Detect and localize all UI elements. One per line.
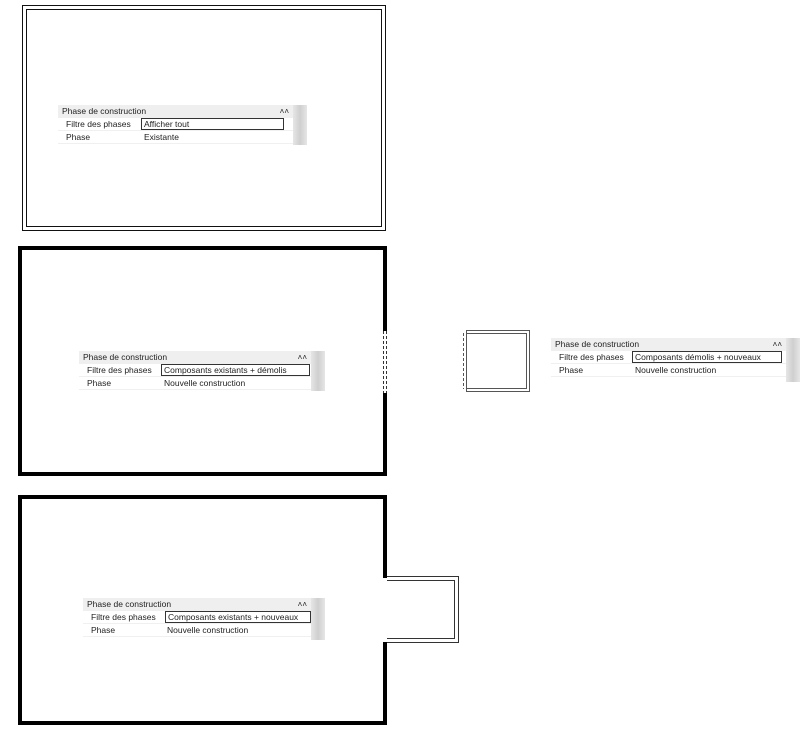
phase-value[interactable]: Existante bbox=[144, 132, 179, 142]
properties-panel-4: Phase de construction ˄˄ Filtre des phase… bbox=[83, 598, 325, 640]
phase-label: Phase bbox=[91, 625, 116, 635]
properties-panel-1: Phase de construction ˄˄ Filtre des phase… bbox=[58, 105, 307, 145]
panel-header[interactable]: Phase de construction ˄˄ bbox=[551, 338, 786, 351]
plan-existing-new bbox=[18, 495, 459, 725]
panel-header[interactable]: Phase de construction ˄˄ bbox=[79, 351, 311, 364]
section-title: Phase de construction bbox=[87, 599, 172, 609]
double-chevron-up-icon[interactable]: ˄˄ bbox=[297, 353, 307, 362]
phase-filter-field[interactable]: Composants démolis + nouveaux bbox=[632, 351, 782, 363]
phase-label: Phase bbox=[87, 378, 112, 388]
double-chevron-up-icon[interactable]: ˄˄ bbox=[279, 107, 289, 116]
phase-filter-field[interactable]: Composants existants + nouveaux bbox=[165, 611, 311, 623]
section-title: Phase de construction bbox=[62, 106, 147, 116]
phase-label: Phase bbox=[66, 132, 91, 142]
plan-demolished-new bbox=[463, 330, 530, 392]
scrollbar[interactable] bbox=[311, 351, 325, 391]
phase-value[interactable]: Nouvelle construction bbox=[635, 365, 717, 375]
phase-value[interactable]: Nouvelle construction bbox=[164, 378, 246, 388]
phase-filter-field[interactable]: Composants existants + démolis bbox=[161, 364, 310, 376]
plan-existing-demolished bbox=[18, 246, 387, 476]
section-title: Phase de construction bbox=[83, 352, 168, 362]
phase-label: Phase bbox=[559, 365, 584, 375]
panel-header[interactable]: Phase de construction ˄˄ bbox=[83, 598, 311, 611]
filter-label: Filtre des phases bbox=[559, 352, 624, 362]
plan-existing bbox=[22, 5, 386, 231]
filter-label: Filtre des phases bbox=[66, 119, 131, 129]
double-chevron-up-icon[interactable]: ˄˄ bbox=[772, 340, 782, 349]
filter-label: Filtre des phases bbox=[91, 612, 156, 622]
scrollbar[interactable] bbox=[293, 105, 307, 145]
phase-value[interactable]: Nouvelle construction bbox=[167, 625, 249, 635]
section-title: Phase de construction bbox=[555, 339, 640, 349]
filter-label: Filtre des phases bbox=[87, 365, 152, 375]
scrollbar[interactable] bbox=[311, 598, 325, 640]
properties-panel-2: Phase de construction ˄˄ Filtre des phase… bbox=[79, 351, 325, 391]
scrollbar[interactable] bbox=[786, 338, 800, 382]
panel-header[interactable]: Phase de construction ˄˄ bbox=[58, 105, 293, 118]
phase-filter-field[interactable]: Afficher tout bbox=[141, 118, 284, 130]
properties-panel-3: Phase de construction ˄˄ Filtre des phase… bbox=[551, 338, 800, 382]
double-chevron-up-icon[interactable]: ˄˄ bbox=[297, 600, 307, 609]
